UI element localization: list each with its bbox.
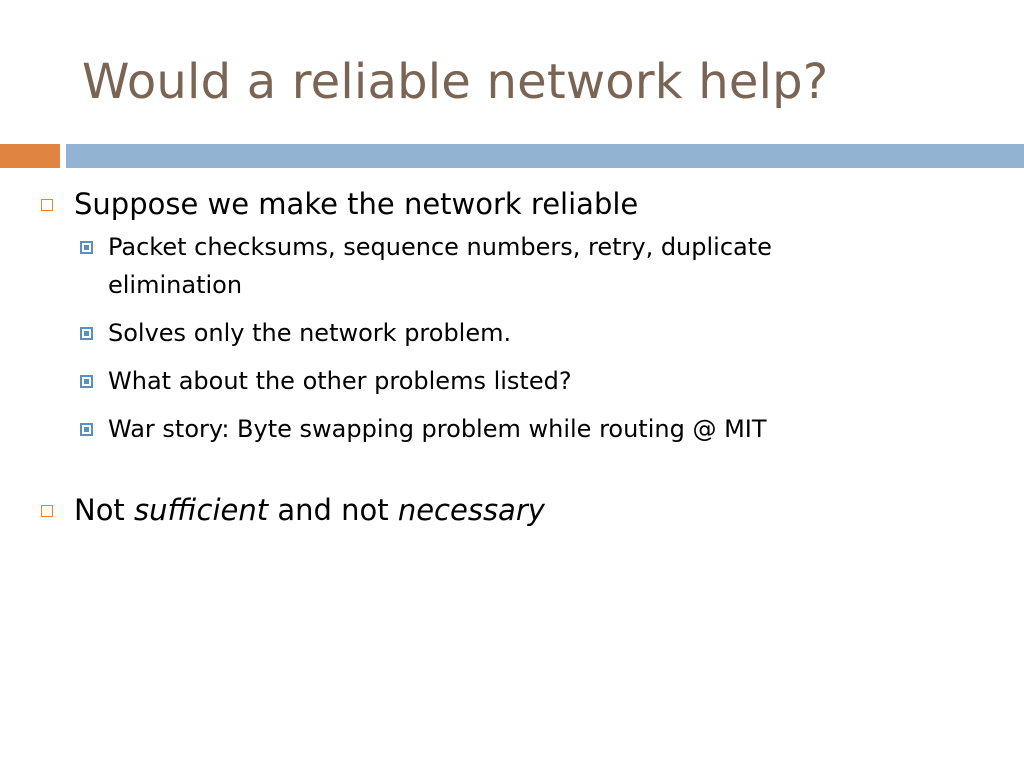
- bullet-text-part: Not: [74, 493, 135, 527]
- bullet-level1: Suppose we make the network reliable: [0, 184, 1024, 224]
- hollow-square-bullet-icon: [41, 505, 53, 517]
- filled-square-bullet-icon: [80, 375, 93, 388]
- slide-content: Suppose we make the network reliable Pac…: [0, 184, 1024, 530]
- bullet-level2: Packet checksums, sequence numbers, retr…: [0, 228, 1024, 304]
- filled-square-bullet-icon: [80, 241, 93, 254]
- bullet-text-emphasis: necessary: [397, 493, 545, 527]
- bullet-level2: What about the other problems listed?: [0, 362, 1024, 400]
- slide-title: Would a reliable network help?: [82, 54, 829, 110]
- bullet-text: Packet checksums, sequence numbers, retr…: [108, 233, 772, 299]
- bullet-level1: Not sufficient and not necessary: [0, 490, 1024, 530]
- filled-square-bullet-icon: [80, 327, 93, 340]
- bullet-text-emphasis: sufficient: [134, 493, 269, 527]
- accent-bar-orange: [0, 144, 60, 168]
- filled-square-bullet-icon: [80, 423, 93, 436]
- bullet-text-part: and not: [268, 493, 398, 527]
- bullet-level2: War story: Byte swapping problem while r…: [0, 410, 1024, 448]
- spacer: [0, 448, 1024, 490]
- bullet-text: Solves only the network problem.: [108, 319, 512, 347]
- accent-bar-blue: [66, 144, 1024, 168]
- bullet-text: Suppose we make the network reliable: [74, 187, 639, 221]
- bullet-text: War story: Byte swapping problem while r…: [108, 415, 767, 443]
- bullet-text: What about the other problems listed?: [108, 367, 572, 395]
- bullet-level2: Solves only the network problem.: [0, 314, 1024, 352]
- hollow-square-bullet-icon: [41, 199, 53, 211]
